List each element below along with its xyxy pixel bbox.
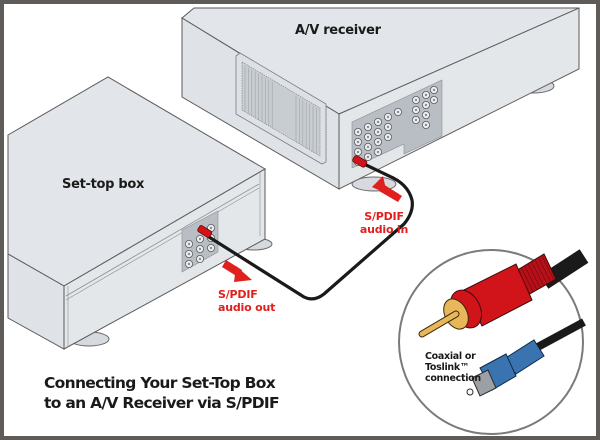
receiver-jack-center [414, 108, 418, 112]
receiver-jack-center [356, 150, 360, 154]
coax-ridge [538, 257, 551, 283]
receiver-jack-center [414, 118, 418, 122]
settop-lid-rail [65, 183, 260, 297]
spdif-cable [207, 162, 414, 301]
receiver-jack-center [424, 93, 428, 97]
figure-caption: Connecting Your Set-Top Box to an A/V Re… [44, 373, 280, 413]
receiver-jack-center [414, 98, 418, 102]
coax-ridge [531, 261, 545, 287]
settop-jack-center [209, 226, 213, 230]
receiver-jack-center [366, 125, 370, 129]
settop-jacks [184, 223, 215, 268]
audio-out-line2: audio out [218, 301, 276, 314]
set-top-box [7, 76, 273, 350]
receiver-jack-center [366, 135, 370, 139]
receiver-jack-center [386, 135, 390, 139]
audio-in-arrow [372, 176, 402, 202]
callout-line2: Toslink™ [425, 362, 470, 373]
receiver-label: A/V receiver [295, 23, 381, 38]
receiver-jack-center [356, 130, 360, 134]
receiver-jack-center [366, 145, 370, 149]
coax-ridge [527, 263, 541, 289]
coax-ridge [524, 265, 538, 291]
receiver-jack-center [396, 110, 400, 114]
receiver-jack-center [376, 150, 380, 154]
receiver-jack-center [376, 130, 380, 134]
settop-jack-center [187, 252, 191, 256]
settop-jack-center [198, 257, 202, 261]
settop-lid-rail [65, 187, 260, 301]
receiver-vent [241, 61, 321, 157]
receiver-jacks [353, 86, 438, 166]
illustration [7, 7, 589, 435]
toslink-plug [466, 339, 545, 397]
toslink-cable [532, 318, 586, 353]
callout-line3: connection [425, 373, 481, 384]
coax-ridge [517, 269, 531, 295]
audio-in-line2: audio in [359, 223, 409, 236]
receiver-jack-center [376, 140, 380, 144]
receiver-jack-center [424, 113, 428, 117]
audio-out-line1: S/PDIF [218, 288, 258, 301]
coax-ridge [521, 267, 534, 293]
receiver-vent-slats [244, 65, 317, 154]
receiver-jack-center [386, 125, 390, 129]
callout-circle [398, 249, 584, 435]
audio-out-label: S/PDIF audio out [218, 288, 284, 314]
receiver-jack-center [432, 88, 436, 92]
coax-ridge [541, 255, 555, 281]
caption-line2: to an A/V Receiver via S/PDIF [44, 394, 280, 412]
settop-jack-center [198, 247, 202, 251]
callout-line1: Coaxial or [425, 351, 476, 362]
audio-in-label: S/PDIF audio in [359, 210, 409, 236]
receiver-jack-center [424, 123, 428, 127]
connector-callout [398, 249, 589, 435]
settop-jack-center [187, 242, 191, 246]
receiver-jack-center [386, 115, 390, 119]
receiver-jack-center [432, 98, 436, 102]
connection-type-label: Coaxial or Toslink™ connection [425, 351, 481, 384]
receiver-back-panel [351, 79, 443, 169]
coaxial-plug [418, 253, 557, 338]
audio-out-arrow [222, 260, 252, 282]
caption-line1: Connecting Your Set-Top Box [44, 374, 276, 392]
receiver-jack-center [424, 103, 428, 107]
receiver-jack-center [356, 140, 360, 144]
av-receiver [181, 7, 580, 192]
settop-jack-center [209, 246, 213, 250]
receiver-jack-center [376, 120, 380, 124]
coax-ridge [534, 259, 548, 285]
settop-jack-center [198, 237, 202, 241]
receiver-jack-center [366, 155, 370, 159]
audio-in-line1: S/PDIF [364, 210, 404, 223]
settop-plug [197, 225, 213, 238]
settop-label: Set-top box [62, 177, 145, 192]
receiver-plug [352, 155, 368, 168]
settop-jack-center [187, 262, 191, 266]
